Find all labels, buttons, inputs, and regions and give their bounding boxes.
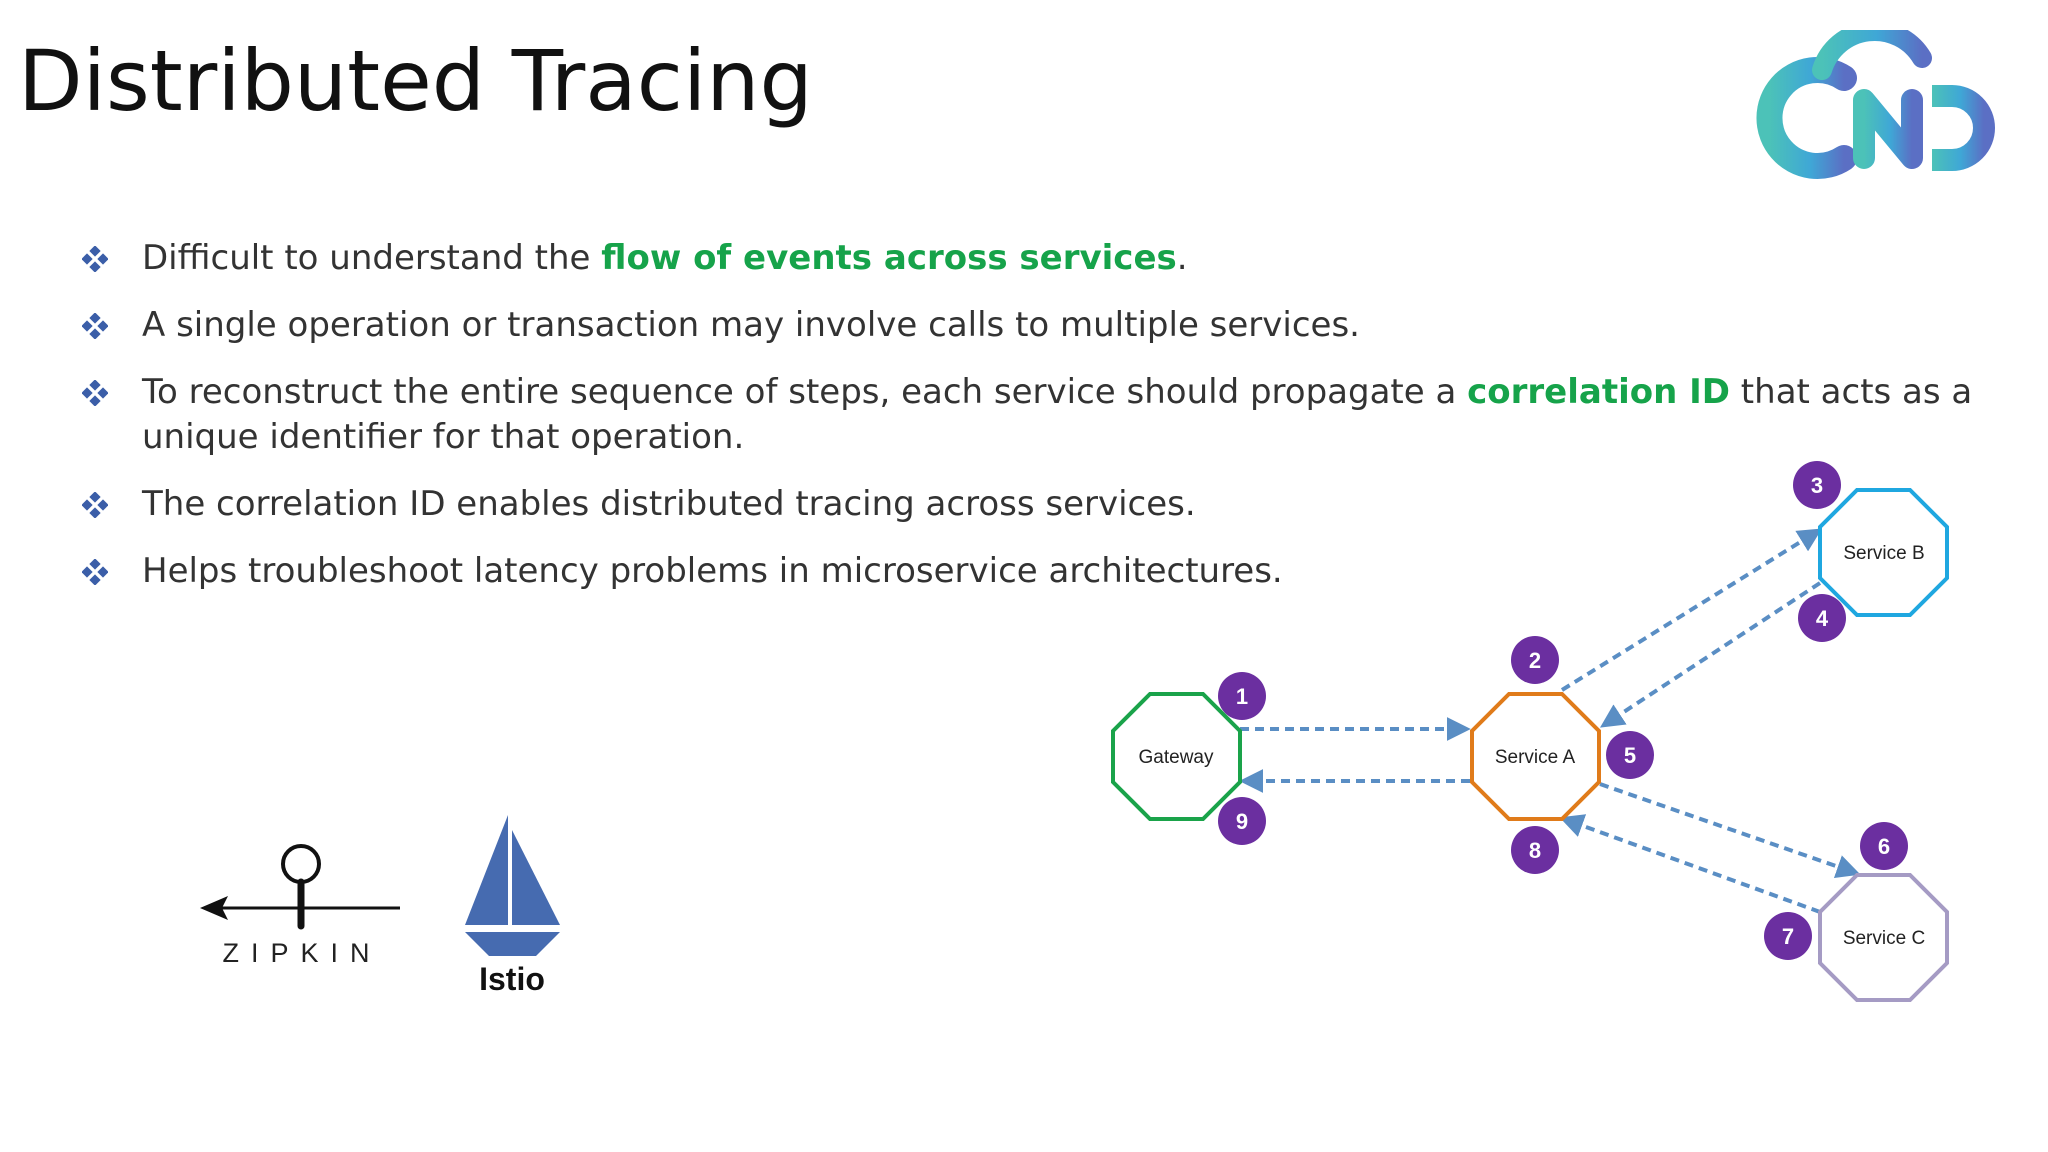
bullet-text: A single operation or transaction may in… — [142, 305, 1360, 345]
svg-text:9: 9 — [1236, 809, 1248, 834]
arrow-a-to-c — [1599, 782, 1861, 879]
arrow-a-to-b — [1560, 528, 1823, 692]
svg-text:7: 7 — [1782, 924, 1794, 949]
slide-title: Distributed Tracing — [18, 32, 813, 130]
node-gateway-label: Gateway — [1139, 747, 1214, 768]
diamond-bullet-icon — [82, 380, 108, 406]
bullet-text: Difficult to understand the flow of even… — [142, 238, 1188, 278]
brand-logo — [1752, 21, 2012, 180]
bullet-list: Difficult to understand the flow of even… — [82, 236, 1982, 616]
bullet-item: To reconstruct the entire sequence of st… — [82, 370, 1982, 460]
step-badge-8: 8 — [1511, 826, 1559, 874]
node-service-c-label: Service C — [1843, 928, 1925, 949]
diamond-bullet-icon — [82, 559, 108, 585]
node-service-b-label: Service B — [1843, 543, 1924, 564]
svg-text:2: 2 — [1529, 648, 1541, 673]
cloud-logo-icon — [1756, 21, 1995, 179]
svg-text:8: 8 — [1529, 838, 1541, 863]
arrow-c-to-a — [1559, 814, 1821, 914]
zipkin-label: ZIPKIN — [222, 938, 381, 968]
step-badge-6: 6 — [1860, 822, 1908, 870]
tracing-diagram: Gateway Service A Service B Service C 1 … — [1111, 461, 1949, 1002]
step-badge-2: 2 — [1511, 636, 1559, 684]
svg-text:5: 5 — [1624, 743, 1636, 768]
step-badge-5: 5 — [1606, 731, 1654, 779]
arrow-b-to-a — [1599, 581, 1822, 728]
svg-text:6: 6 — [1878, 834, 1890, 859]
diamond-bullet-icon — [82, 492, 108, 518]
bullet-item: Difficult to understand the flow of even… — [82, 236, 1982, 281]
step-badge-7: 7 — [1764, 912, 1812, 960]
node-service-a: Service A — [1470, 692, 1601, 821]
node-service-c: Service C — [1818, 873, 1949, 1002]
svg-text:4: 4 — [1816, 606, 1829, 631]
diamond-bullet-icon — [82, 313, 108, 339]
svg-text:1: 1 — [1236, 684, 1248, 709]
step-badge-4: 4 — [1798, 594, 1846, 642]
istio-label: Istio — [479, 961, 545, 997]
step-badge-1: 1 — [1218, 672, 1266, 720]
bullet-item: A single operation or transaction may in… — [82, 303, 1982, 348]
node-service-a-label: Service A — [1495, 747, 1576, 768]
node-gateway: Gateway — [1111, 692, 1242, 821]
node-service-b: Service B — [1818, 488, 1949, 617]
bullet-text: To reconstruct the entire sequence of st… — [142, 372, 1973, 457]
step-badge-9: 9 — [1218, 797, 1266, 845]
bullet-text: Helps troubleshoot latency problems in m… — [142, 551, 1283, 591]
bullet-item: Helps troubleshoot latency problems in m… — [82, 549, 1982, 594]
bullet-text: The correlation ID enables distributed t… — [142, 484, 1196, 524]
bullet-item: The correlation ID enables distributed t… — [82, 482, 1982, 527]
step-badge-3: 3 — [1793, 461, 1841, 509]
istio-logo: Istio — [465, 815, 560, 997]
svg-text:3: 3 — [1811, 473, 1823, 498]
zipkin-logo: ZIPKIN — [200, 844, 400, 968]
diamond-bullet-icon — [82, 246, 108, 272]
tool-logos: ZIPKIN Istio — [200, 815, 560, 997]
